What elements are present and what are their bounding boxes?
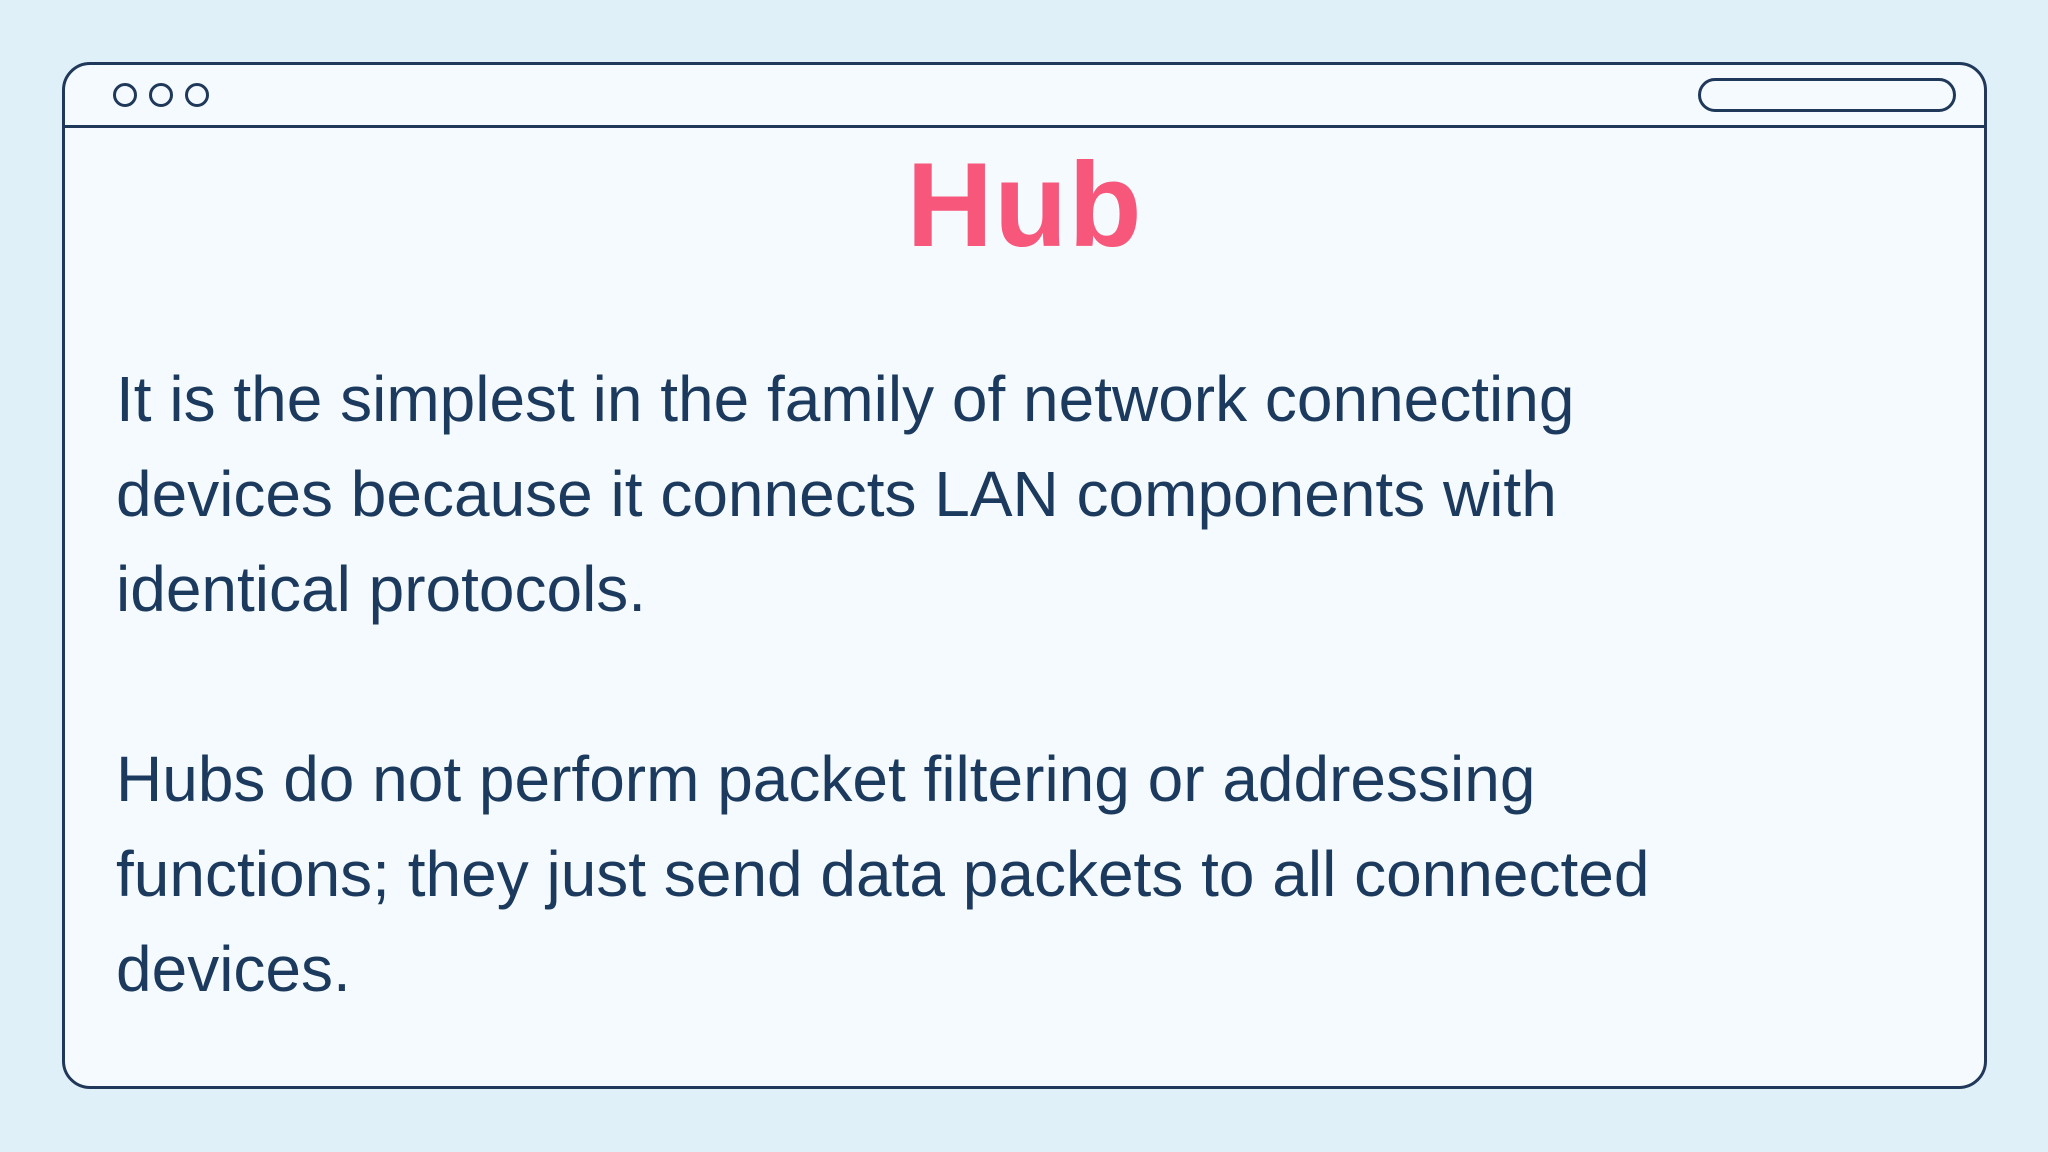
browser-header-bar — [65, 65, 1984, 128]
text-line: devices. — [116, 933, 351, 1005]
body-paragraph: It is the simplest in the family of netw… — [116, 352, 1933, 637]
window-control-dot-icon[interactable] — [149, 83, 173, 107]
window-controls — [113, 83, 209, 107]
window-control-dot-icon[interactable] — [113, 83, 137, 107]
url-bar[interactable] — [1698, 78, 1956, 112]
browser-window-frame: Hub It is the simplest in the family of … — [62, 62, 1987, 1089]
text-line: identical protocols. — [116, 553, 647, 625]
window-control-dot-icon[interactable] — [185, 83, 209, 107]
text-line: devices because it connects LAN componen… — [116, 458, 1557, 530]
text-line: Hubs do not perform packet filtering or … — [116, 743, 1536, 815]
body-paragraph: Hubs do not perform packet filtering or … — [116, 732, 1933, 1017]
text-line: It is the simplest in the family of netw… — [116, 363, 1575, 435]
page-title: Hub — [906, 138, 1143, 272]
slide-content: Hub It is the simplest in the family of … — [65, 140, 1984, 1017]
text-line: functions; they just send data packets t… — [116, 838, 1650, 910]
